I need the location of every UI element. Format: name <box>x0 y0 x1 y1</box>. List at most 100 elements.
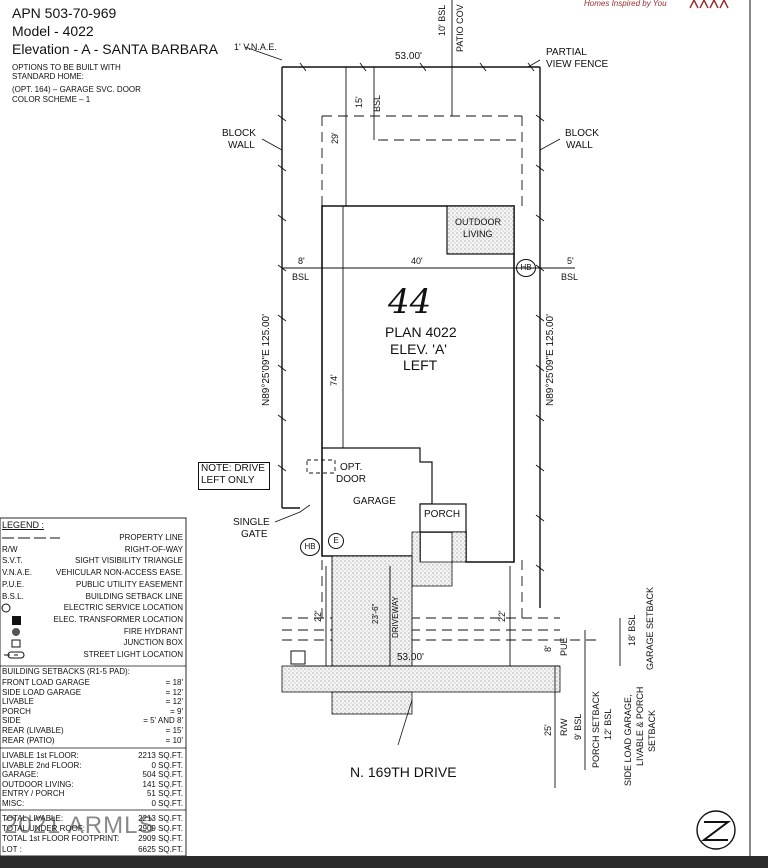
garage-setback-label: GARAGE SETBACK <box>645 586 655 670</box>
total-value: 2909 SQ.FT. <box>138 834 183 844</box>
total-row: TOTAL 1st FLOOR FOOTPRINT: 2909 SQ.FT. <box>0 833 185 844</box>
legend-row: V.N.A.E.VEHICULAR NON-ACCESS EASE. <box>0 567 185 578</box>
setback-row: FRONT LOAD GARAGE= 18' <box>0 677 185 688</box>
legend-row: PROPERTY LINE <box>0 532 185 543</box>
dim-74-label: 74' <box>329 374 339 386</box>
total-row: LOT : 6625 SQ.FT. <box>0 844 185 855</box>
bsl-15-label: BSL <box>372 94 382 112</box>
legend-value: PUBLIC UTILITY EASEMENT <box>76 579 183 589</box>
setback-row: SIDE= 5' AND 8' <box>0 715 185 726</box>
setback-value: = 10' <box>165 735 183 745</box>
option-color-scheme: COLOR SCHEME – 1 <box>12 95 91 104</box>
bsl-left-label: BSL <box>292 272 310 282</box>
plan-orientation: LEFT <box>403 357 438 373</box>
dim-8-label: 8' <box>298 256 305 266</box>
options-line-2: STANDARD HOME: <box>12 72 84 81</box>
legend-row: ELEC. TRANSFORMER LOCATION <box>0 614 185 625</box>
total-key: TOTAL 1st FLOOR FOOTPRINT: <box>2 834 120 844</box>
option-garage-door: (OPT. 164) – GARAGE SVC. DOOR <box>12 85 141 94</box>
setbacks-title: BUILDING SETBACKS (R1-5 PAD): <box>2 667 130 676</box>
garage-label: GARAGE <box>353 496 396 507</box>
porch-label: PORCH <box>424 509 461 520</box>
drive-note-line-2: LEFT ONLY <box>201 475 255 486</box>
area-value: 2213 SQ.FT. <box>138 751 183 760</box>
area-row: MISC:0 SQ.FT. <box>0 798 185 809</box>
north-arrow <box>696 810 736 850</box>
total-value: 2213 SQ.FT. <box>138 814 183 823</box>
pue-label: PUE <box>559 637 569 656</box>
legend-value: ELEC. TRANSFORMER LOCATION <box>53 614 184 624</box>
total-value: 2909 SQ.FT. <box>138 824 183 834</box>
dim-40-label: 40' <box>411 256 423 266</box>
area-value: 141 SQ.FT. <box>142 779 183 789</box>
setback-key: REAR (PATIO) <box>2 735 55 745</box>
total-value: 6625 SQ.FT. <box>138 844 183 854</box>
options-line-1: OPTIONS TO BE BUILT WITH <box>12 63 121 72</box>
setback-key: PORCH <box>2 706 31 716</box>
side-load-setback-label: SIDE LOAD GARAGE, <box>623 694 633 786</box>
total-key: TOTAL UNDER ROOF: <box>2 824 85 834</box>
plan-name: PLAN 4022 <box>385 324 457 340</box>
bsl-right-label: BSL <box>561 272 579 282</box>
setback-row: LIVABLE= 12' <box>0 696 185 707</box>
bsl-12-label: 12' BSL <box>603 708 613 740</box>
legend-value: VEHICULAR NON-ACCESS EASE. <box>55 568 183 578</box>
legend-row: FIRE HYDRANT <box>0 626 185 637</box>
lot-number: 44 <box>388 282 432 322</box>
legend-title: LEGEND : <box>2 520 45 530</box>
legend-row: ELECTRIC SERVICE LOCATION <box>0 602 185 613</box>
transformer-icon <box>12 616 21 625</box>
fire-hydrant-icon <box>12 628 20 636</box>
legend-value: BUILDING SETBACK LINE <box>85 591 183 601</box>
setback-row: PORCH= 9' <box>0 706 185 717</box>
setback-value: = 12' <box>165 697 183 707</box>
area-row: GARAGE:504 SQ.FT. <box>0 769 185 780</box>
driveway-slab <box>331 555 413 667</box>
dim-25-label: 25' <box>543 724 553 736</box>
leader-lines <box>244 46 561 746</box>
legend-key: B.S.L. <box>2 591 24 601</box>
setback-key: REAR (LIVABLE) <box>2 726 64 735</box>
sidewalk <box>281 665 561 693</box>
porch-setback-label: PORCH SETBACK <box>591 690 601 768</box>
street-name: N. 169TH DRIVE <box>350 764 457 780</box>
area-key: LIVABLE 1st FLOOR: <box>2 751 79 760</box>
porch-box <box>419 503 467 533</box>
side-load-setback-label-2: LIVABLE & PORCH <box>635 686 645 766</box>
apn-label: APN 503-70-969 <box>12 5 117 21</box>
electric-service-icon <box>1 603 11 613</box>
driveway-apron <box>331 691 413 715</box>
legend-key: R/W <box>2 544 18 554</box>
setback-key: SIDE <box>2 716 21 726</box>
block-wall-right-label-2: WALL <box>566 140 593 151</box>
area-key: OUTDOOR LIVING: <box>2 779 74 789</box>
legend-value: RIGHT-OF-WAY <box>124 544 183 554</box>
setback-value: = 12' <box>165 687 183 697</box>
area-key: GARAGE: <box>2 770 39 780</box>
dim-22-right-label: 22' <box>497 610 507 622</box>
opt-door-marker <box>306 459 336 474</box>
drive-note-box <box>198 462 270 490</box>
legend-row: JUNCTION BOX <box>0 637 185 648</box>
setback-row: SIDE LOAD GARAGE= 12' <box>0 687 185 698</box>
setback-value: = 15' <box>165 726 183 735</box>
area-value: 51 SQ.FT. <box>146 789 183 799</box>
bsl-18-label: 18' BSL <box>627 614 637 646</box>
partial-view-fence-label: PARTIAL <box>546 47 587 58</box>
area-row: OUTDOOR LIVING: 141 SQ.FT. <box>0 779 185 790</box>
total-key: TOTAL LIVABLE: <box>2 814 64 823</box>
total-row: TOTAL UNDER ROOF: 2909 SQ.FT. <box>0 823 185 834</box>
outdoor-living-label-2: LIVING <box>463 229 493 239</box>
drive-note-line-1: NOTE: DRIVE <box>201 463 265 474</box>
area-value: 0 SQ.FT. <box>151 760 183 770</box>
single-gate-label: SINGLE <box>233 517 270 528</box>
rw-label: R/W <box>559 718 569 737</box>
bsl-9-label: 9' BSL <box>573 713 583 740</box>
total-key: LOT : <box>2 844 22 854</box>
plan-elevation: ELEV. 'A' <box>390 341 447 357</box>
opt-door-label: OPT. <box>340 462 363 473</box>
total-row: TOTAL LIVABLE: 2213 SQ.FT. <box>0 813 185 824</box>
taskbar <box>0 856 768 868</box>
legend-row: R/W RIGHT-OF-WAY <box>0 544 185 555</box>
